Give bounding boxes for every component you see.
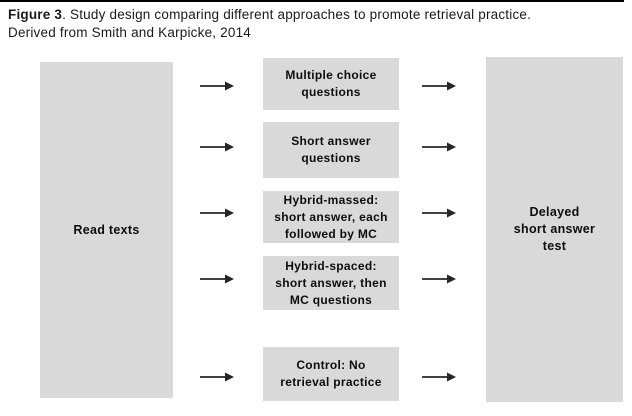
figure-caption-line2: Derived from Smith and Karpicke, 2014 [8,25,252,40]
right-arrow-icon [422,274,456,284]
read-texts-box: Read texts [40,62,173,398]
figure-caption: Figure 3. Study design comparing differe… [8,6,624,42]
figure-caption-line1: Figure 3. Study design comparing differe… [8,6,624,24]
condition-box-multiple-choice: Multiple choice questions [263,58,399,110]
condition-box-hybrid-spaced: Hybrid-spaced: short answer, then MC que… [263,256,399,310]
right-arrow-icon [422,81,456,91]
figure-caption-text: . Study design comparing different appro… [62,7,532,22]
right-arrow-icon [422,142,456,152]
right-arrow-icon [200,81,234,91]
condition-box-control: Control: No retrieval practice [263,347,399,401]
condition-box-hybrid-massed: Hybrid-massed: short answer, each follow… [263,191,399,243]
right-arrow-icon [200,142,234,152]
figure-caption-label: Figure 3 [8,7,63,22]
delayed-test-box: Delayed short answer test [486,57,623,402]
right-arrow-icon [200,274,234,284]
right-arrow-icon [422,372,456,382]
top-border-rule [0,0,624,2]
right-arrow-icon [422,208,456,218]
right-arrow-icon [200,372,234,382]
condition-box-short-answer: Short answer questions [263,122,399,178]
right-arrow-icon [200,208,234,218]
